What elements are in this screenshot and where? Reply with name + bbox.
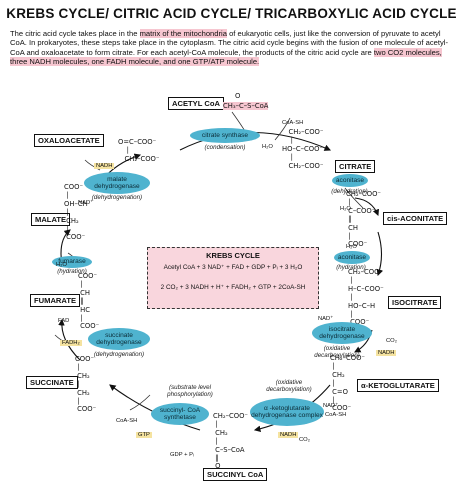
cof-nadh-2: NADH [278, 432, 299, 438]
intro-text-2: of eukaryotic cells, just like the conve… [10, 29, 448, 57]
aconitase-enzyme-2: aconitase [334, 251, 370, 264]
malate-dehydrogenase-enzyme: malate dehydrogenase [84, 172, 150, 194]
acetyl-coa-structure: CH₃–C–S–CoA [223, 102, 269, 111]
arrow-cisaconitate-isocitrate [376, 231, 383, 277]
cof-nadh-1: NADH [376, 350, 397, 356]
isocitrate-dehydrogenase-note: (oxidative decarboxylation) [314, 345, 360, 359]
page-title: KREBS CYCLE/ CITRIC ACID CYCLE/ TRICARBO… [6, 6, 457, 21]
citrate-label: CITRATE [335, 160, 376, 173]
malate-structure: COO⁻ | OH–CH | CH₂ | COO⁻ [64, 183, 88, 242]
citrate-structure: CH₂–COO⁻ | HO–C–COO⁻ | CH₂–COO⁻ [282, 128, 324, 170]
intro-paragraph: The citric acid cycle takes place in the… [10, 29, 455, 67]
succinate-dehydrogenase-note: (dehydrogenation) [93, 351, 145, 358]
isocitrate-label: ISOCITRATE [388, 296, 442, 309]
cof-coash-2: CoA-SH [325, 412, 347, 418]
fumarate-structure: COO⁻ | CH ‖ HC | COO⁻ [78, 272, 100, 331]
arrow-citrate-cisaconitate [354, 197, 380, 217]
cof-h2o-4: H₂O [56, 262, 67, 268]
cof-h2o-3: H₂O [346, 244, 357, 250]
summary-products: 2 CO₂ + 3 NADH + H⁺ + FADH₂ + GTP + 2CoA… [160, 284, 306, 291]
intro-text-1: The citric acid cycle takes place in the [10, 29, 140, 38]
intro-highlight-1: matrix of the mitochondria [139, 29, 227, 38]
succinate-dehydrogenase-enzyme: succinate dehydrogenase [88, 328, 150, 350]
cof-nad-3: NAD⁺ [78, 200, 94, 206]
oxaloacetate-structure: O=C–COO⁻ | CH₂–COO⁻ [118, 138, 160, 163]
isocitrate-dehydrogenase-enzyme: isocitrate dehydrogenase [312, 322, 372, 344]
fumarase-note: (hydration) [57, 268, 87, 275]
cof-h2o-1: H₂O [262, 144, 273, 150]
succinyl-coa-synthetase-enzyme: succinyl- CoA synthetase [151, 403, 209, 425]
succinyl-coa-synthetase-note: (substrate level phosphorylation) [167, 384, 213, 398]
akg-dehydrogenase-enzyme: α -ketoglutarate dehydrogenase complex [250, 398, 324, 426]
cof-nad-1: NAD⁺ [318, 316, 334, 322]
cis-aconitate-structure: CH₂–COO⁻ | C–COO⁻ ‖ CH | COO⁻ [346, 190, 382, 249]
akg-label: α-KETOGLUTARATE [357, 379, 439, 392]
malate-dehydrogenase-note: (dehydrogenation) [91, 194, 143, 201]
acetyl-o: O [235, 92, 241, 100]
aconitase-note-2: (hydration) [336, 264, 366, 271]
aconitase-enzyme-1: aconitase [332, 174, 368, 187]
cof-nad-2: NAD⁺ [323, 403, 339, 409]
succinate-label: SUCCINATE [26, 376, 78, 389]
cof-coash-1: CoA-SH [282, 120, 304, 126]
cof-gdp: GDP + Pᵢ [170, 452, 194, 458]
oxaloacetate-label: OXALOACETATE [34, 134, 104, 147]
aconitase-note-1: (dehydration) [331, 188, 368, 195]
akg-dehydrogenase-note: (oxidative decarboxylation) [266, 379, 312, 393]
cof-nadh-3: NADH [94, 163, 115, 169]
cof-fadh2: FADH₂ [60, 340, 82, 346]
cof-co2-1: CO₂ [386, 338, 397, 344]
succinyl-coa-label: SUCCINYL CoA [203, 468, 268, 481]
cof-coash-3: CoA-SH [116, 418, 138, 424]
cof-h2o-2: H₂O [340, 206, 351, 212]
fumarate-label: FUMARATE [30, 294, 81, 307]
krebs-summary-box: KREBS CYCLE Acetyl CoA + 3 NAD⁺ + FAD + … [147, 247, 319, 309]
succinate-structure: COO⁻ | CH₂ | CH₂ | COO⁻ [75, 355, 97, 414]
cof-gtp: GTP [136, 432, 152, 438]
fumarase-enzyme: fumarase [52, 256, 92, 268]
acetyl-coa-label: ACETYL CoA [168, 97, 224, 110]
citrate-synthase-enzyme: citrate synthase [190, 128, 260, 143]
akg-structure: CH₂–COO⁻ | CH₂ | C=O | COO⁻ [330, 354, 366, 413]
citrate-synthase-note: (condensation) [204, 144, 246, 151]
cis-aconitate-label: cis-ACONITATE [383, 212, 448, 225]
succinyl-coa-structure: CH₂–COO⁻ | CH₂ | C–S–CoA ‖ O [213, 412, 249, 471]
cof-fad: FAD [58, 318, 70, 324]
summary-title: KREBS CYCLE [206, 251, 260, 260]
malate-label: MALATE [31, 213, 71, 226]
summary-reactants: Acetyl CoA + 3 NAD⁺ + FAD + GDP + Pᵢ + 3… [163, 264, 303, 271]
isocitrate-structure: CH₂–COO⁻ | H–C–COO⁻ | HO–C–H | COO⁻ [348, 268, 384, 327]
cof-co2-2: CO₂ [299, 437, 310, 443]
